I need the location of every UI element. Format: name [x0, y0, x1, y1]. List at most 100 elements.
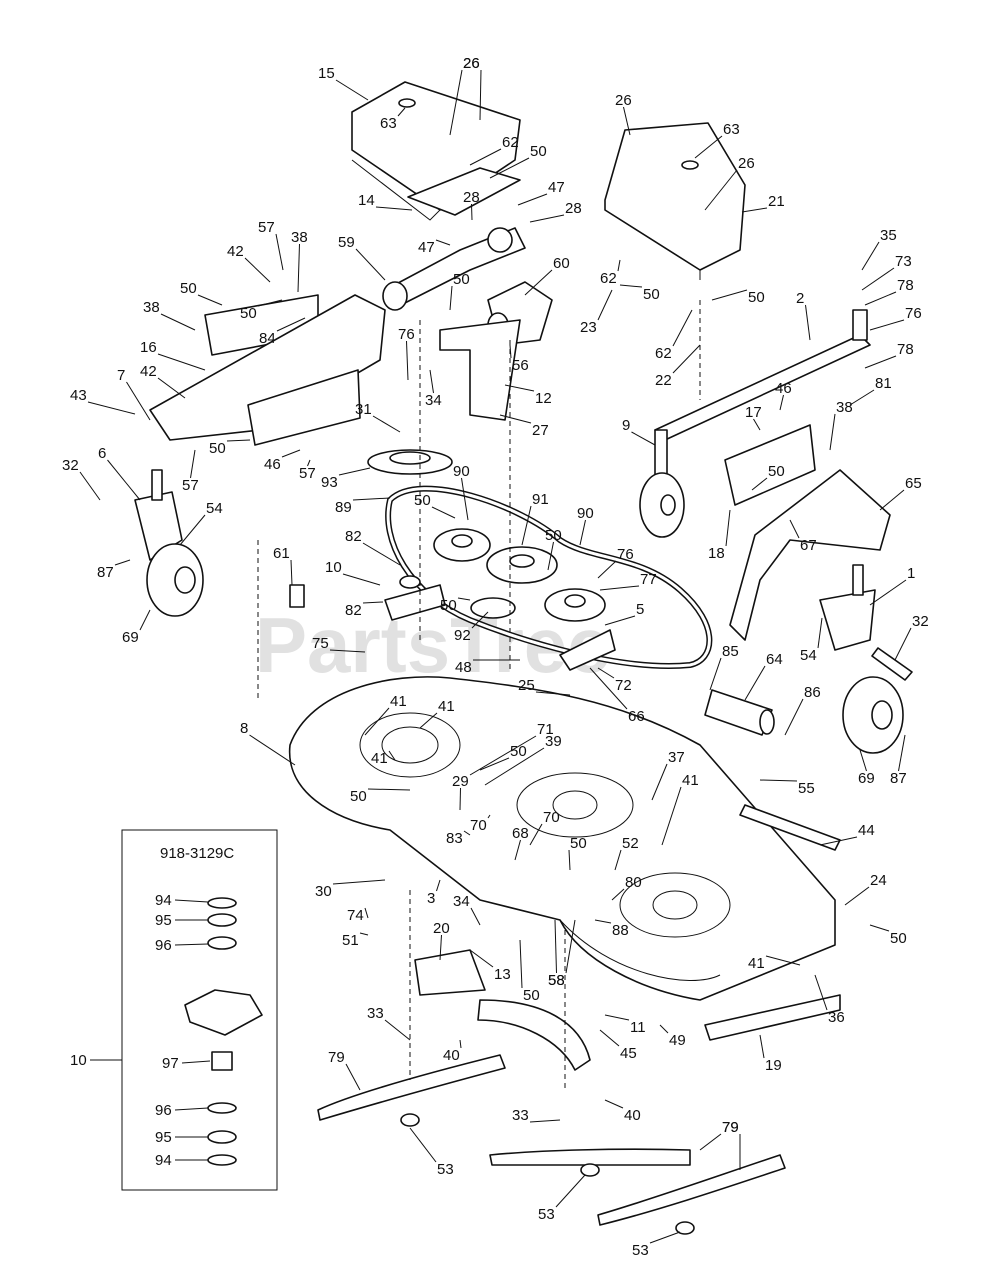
leader-line — [439, 934, 442, 961]
leader-line — [419, 712, 438, 729]
leader-line — [725, 509, 731, 547]
callout-35: 35 — [880, 227, 897, 244]
callout-46: 46 — [775, 380, 792, 397]
callout-55: 55 — [798, 780, 815, 797]
callout-27: 27 — [532, 422, 549, 439]
callout-11: 11 — [630, 1019, 646, 1036]
leader-line — [849, 389, 875, 406]
callout-90: 90 — [453, 463, 470, 480]
leader-line — [406, 340, 409, 381]
callout-91: 91 — [532, 491, 549, 508]
callout-26: 26 — [615, 92, 632, 109]
leader-line — [817, 617, 823, 649]
leader-line — [819, 836, 858, 846]
leader-line — [297, 243, 300, 293]
callout-61: 61 — [273, 545, 290, 562]
callout-75: 75 — [312, 635, 329, 652]
leader-line — [614, 849, 622, 871]
leader-line — [519, 939, 523, 989]
mower-deck — [288, 676, 836, 1001]
leader-line — [789, 519, 800, 539]
leader-line — [463, 830, 471, 836]
callout-57: 57 — [299, 465, 316, 482]
leader-line — [469, 949, 494, 968]
callout-41: 41 — [682, 772, 699, 789]
callout-50: 50 — [530, 143, 547, 160]
callout-67: 67 — [800, 537, 817, 554]
callout-50: 50 — [523, 987, 540, 1004]
leader-line — [879, 489, 905, 511]
callout-37: 37 — [668, 749, 685, 766]
leader-line — [459, 787, 461, 811]
callout-76: 76 — [398, 326, 415, 343]
leader-line — [704, 169, 738, 211]
callout-14: 14 — [358, 192, 375, 209]
leader-line — [604, 615, 636, 626]
callout-50: 50 — [768, 463, 785, 480]
alignment-lines — [257, 300, 701, 1090]
callout-50: 50 — [180, 280, 197, 297]
leader-line — [471, 203, 473, 221]
callout-50: 50 — [453, 271, 470, 288]
nut-53-left — [400, 1113, 420, 1127]
idler-pulley-92 — [470, 597, 516, 619]
callout-50: 50 — [240, 305, 257, 322]
callout-13: 13 — [494, 966, 511, 983]
leader-line — [226, 439, 251, 442]
nut-53-right — [675, 1221, 695, 1235]
callout-76: 76 — [617, 546, 634, 563]
blade-right — [597, 1154, 786, 1226]
callout-50: 50 — [510, 743, 527, 760]
callout-26: 26 — [463, 55, 480, 72]
callout-59: 59 — [338, 234, 355, 251]
leader-line — [388, 750, 396, 761]
leader-line — [429, 369, 434, 394]
leader-line — [352, 497, 391, 501]
leader-line — [338, 467, 371, 476]
leader-line — [617, 259, 621, 272]
leader-line — [449, 285, 453, 311]
callout-42: 42 — [140, 363, 157, 380]
leader-line — [332, 879, 386, 885]
leader-line — [631, 431, 656, 446]
leader-line — [529, 1119, 561, 1123]
callout-26: 26 — [738, 155, 755, 172]
callout-82: 82 — [345, 528, 362, 545]
leader-line — [759, 1034, 765, 1059]
pulley-90-right — [544, 588, 606, 622]
leader-line — [487, 814, 491, 819]
skid-19 — [704, 994, 841, 1041]
leader-line — [479, 757, 510, 771]
callout-41: 41 — [371, 750, 388, 767]
callout-50: 50 — [209, 440, 226, 457]
leader-line — [869, 924, 890, 932]
leader-line — [753, 418, 761, 431]
callout-76: 76 — [905, 305, 922, 322]
callout-10: 10 — [325, 559, 342, 576]
leader-line — [469, 148, 502, 166]
leader-line — [765, 955, 801, 966]
callout-64: 64 — [766, 651, 783, 668]
callout-8: 8 — [240, 720, 248, 737]
callout-79: 79 — [328, 1049, 345, 1066]
callout-68: 68 — [512, 825, 529, 842]
leader-line — [499, 414, 532, 424]
bolt-32-right — [871, 647, 913, 681]
leader-line — [107, 459, 141, 501]
callout-84: 84 — [259, 330, 276, 347]
callout-6: 6 — [98, 445, 106, 462]
leader-line — [741, 207, 768, 213]
blade-left — [317, 1054, 506, 1121]
callout-58: 58 — [548, 972, 565, 989]
callout-40: 40 — [443, 1047, 460, 1064]
leader-line — [594, 919, 612, 924]
nut-53-center — [580, 1163, 600, 1177]
leader-line — [784, 698, 804, 736]
callout-34: 34 — [453, 893, 470, 910]
callout-57: 57 — [182, 477, 199, 494]
callout-54: 54 — [206, 500, 223, 517]
leader-line — [599, 585, 640, 591]
callout-1: 1 — [907, 565, 915, 582]
pto-shaft — [382, 227, 526, 311]
